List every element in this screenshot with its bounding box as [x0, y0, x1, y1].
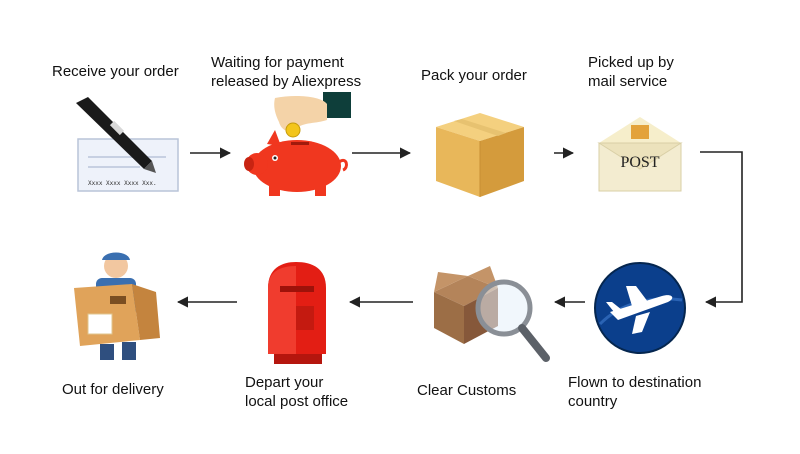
post-envelope-icon: POST [595, 115, 685, 195]
magnifier-box-icon [428, 262, 553, 367]
step-label-picked-up: Picked up by mail service [588, 54, 674, 90]
step-label-waiting-payment: Waiting for payment released by Aliexpre… [211, 54, 362, 90]
arrow-4-to-5 [700, 151, 743, 308]
signing-pen-icon: Xxxx Xxxx Xxxx Xxx. [70, 95, 185, 195]
step-label-depart-post-office: Depart your local post office [245, 374, 349, 410]
step-label-clear-customs: Clear Customs [417, 382, 517, 399]
step-label-receive-order: Receive your order [52, 63, 179, 80]
delivery-man-icon [70, 248, 165, 363]
piggy-bank-icon [235, 90, 355, 200]
check-line-text: Xxxx Xxxx Xxxx Xxx. [88, 180, 157, 187]
post-text: POST [620, 154, 659, 171]
step-label-pack-order: Pack your order [421, 67, 527, 84]
red-mailbox-icon [262, 258, 332, 368]
step-label-flown-destination: Flown to destination country [568, 374, 702, 410]
cardboard-box-icon [428, 105, 528, 200]
airplane-icon [592, 262, 688, 354]
step-label-out-for-delivery: Out for delivery [62, 381, 164, 398]
